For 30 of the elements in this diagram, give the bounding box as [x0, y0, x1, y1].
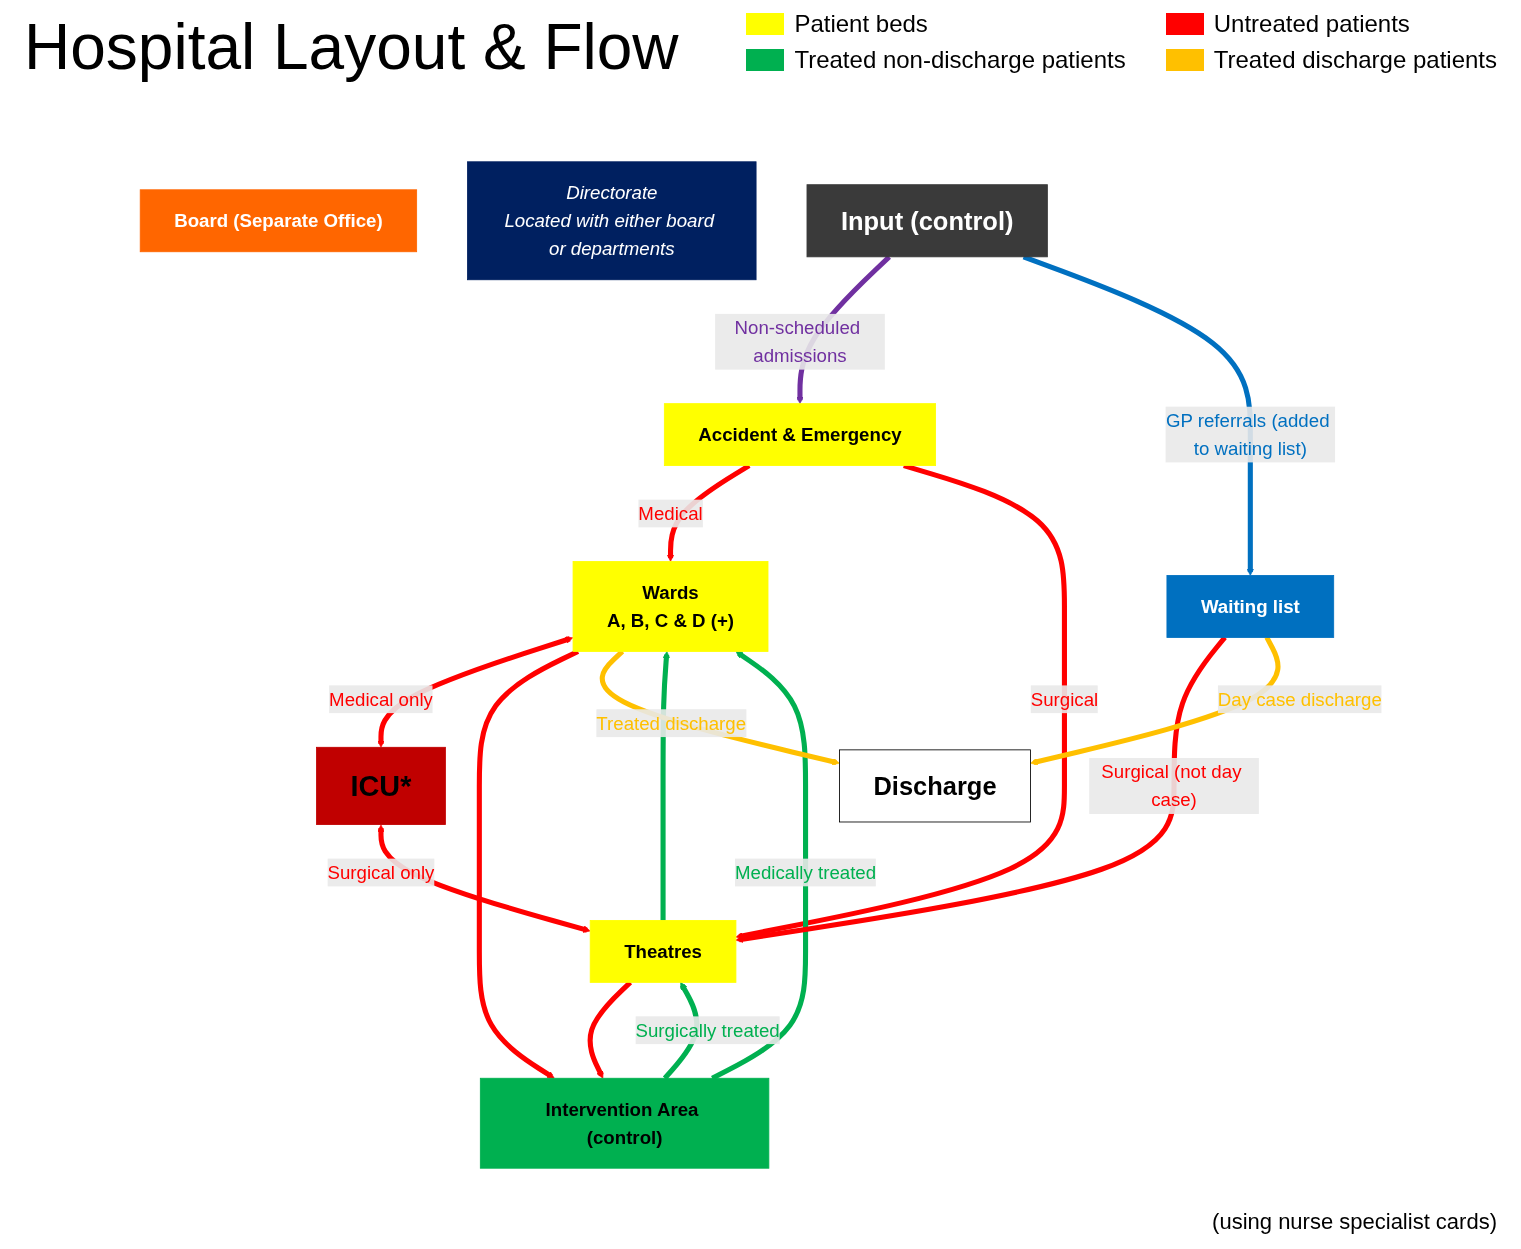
- node-box: Accident & Emergency: [663, 403, 936, 466]
- legend-text: Patient beds: [794, 10, 928, 38]
- node-box: Waiting list: [1166, 575, 1334, 638]
- arrow: [476, 649, 579, 1079]
- edge-label: GP referrals (added to waiting list): [1165, 410, 1330, 460]
- arrow: [1029, 636, 1280, 766]
- edge-label: Surgical (not day case): [1100, 761, 1241, 811]
- edge-label: Surgically treated: [634, 1019, 780, 1041]
- edge-label: Non-scheduled admissions: [734, 317, 860, 367]
- node-box: Intervention Area (control): [479, 1077, 769, 1169]
- legend-text: Treated discharge patients: [1213, 46, 1497, 74]
- legend-text: Untreated patients: [1213, 10, 1410, 38]
- edge-label: Surgical: [1030, 688, 1098, 710]
- node-box: Theatres: [589, 920, 736, 983]
- edge-label: Day case discharge: [1217, 688, 1382, 710]
- node-box: Input (control): [806, 184, 1048, 258]
- edge-label: Medically treated: [734, 861, 876, 884]
- legend-text: Treated non-discharge patients: [794, 46, 1126, 74]
- title: Hospital Layout & Flow: [24, 10, 679, 84]
- edge-label: Surgical only: [327, 861, 434, 884]
- node-box: Directorate Located with either board or departments: [466, 161, 756, 281]
- node-box: Board (Separate Office): [139, 189, 417, 253]
- node-box: Discharge: [838, 749, 1031, 823]
- note-text: (using nurse specialist cards): [1212, 1209, 1497, 1235]
- edge-label: Medical: [637, 502, 703, 525]
- edge-label: Treated discharge: [595, 712, 746, 734]
- node-box: ICU*: [315, 746, 446, 825]
- node-box: Wards A, B, C & D (+): [572, 561, 768, 652]
- arrow: [660, 651, 670, 921]
- edge-label: Medical only: [328, 688, 433, 710]
